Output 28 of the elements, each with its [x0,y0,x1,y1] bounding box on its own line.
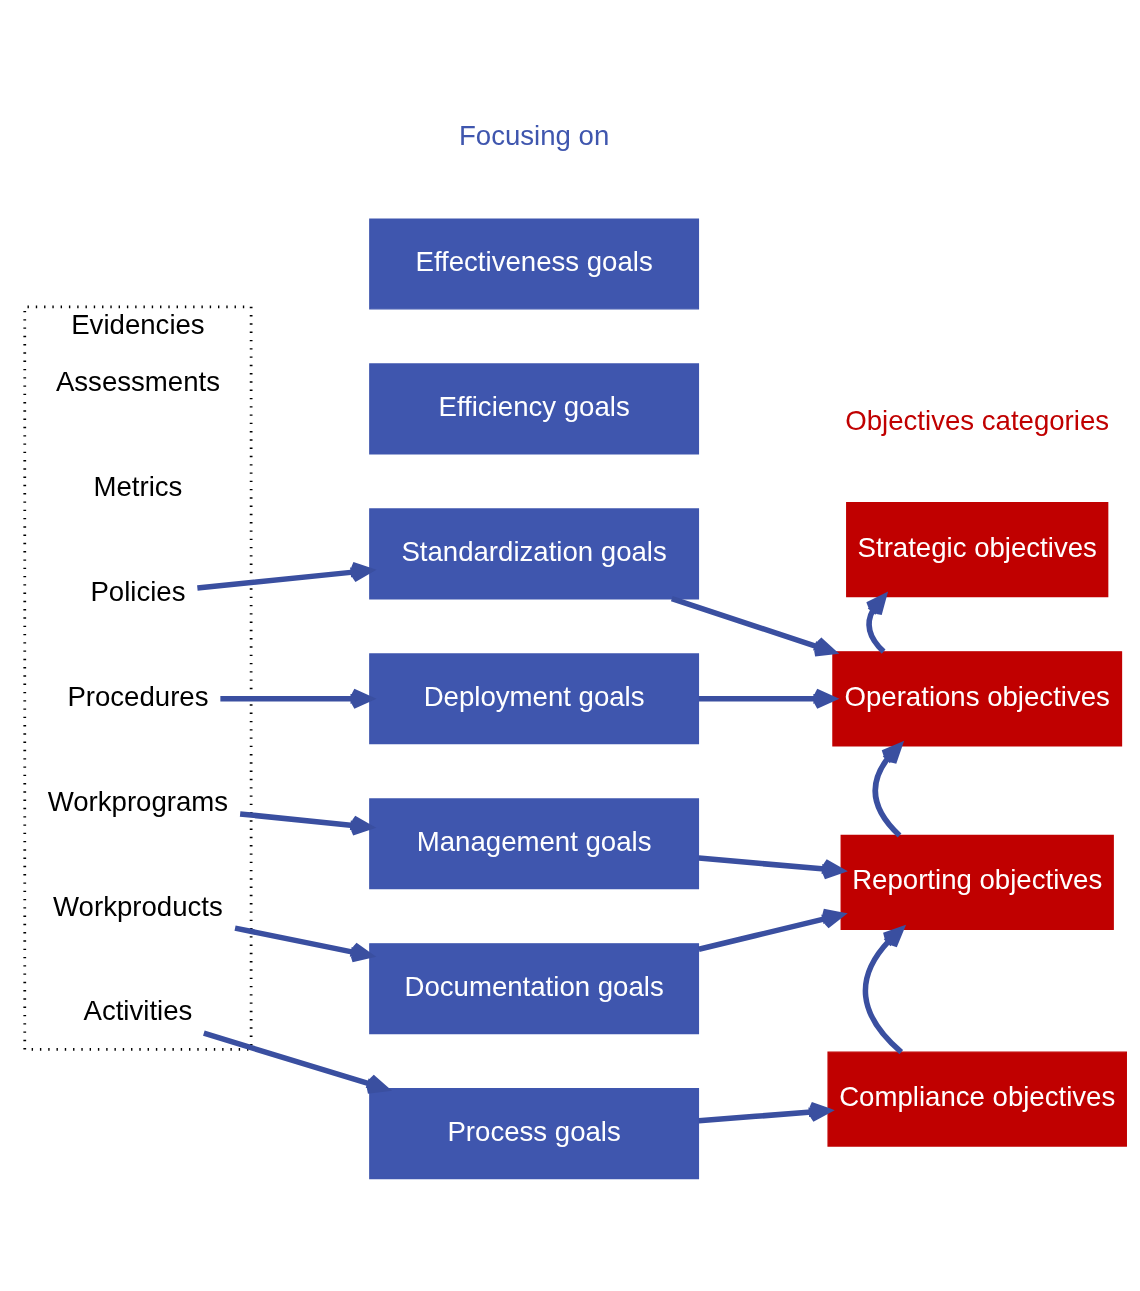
node-box: Standardization goals [369,507,700,599]
node-text: Assessments [55,365,220,397]
node-box: Deployment goals [369,652,700,744]
node-box: Effectiveness goals [369,217,700,310]
node-text: Workprograms [47,785,229,817]
node-text: Procedures [67,680,209,712]
arrow [220,688,373,709]
node-box: Strategic objectives [846,501,1109,597]
node-text: Policies [90,575,186,607]
node-box: Compliance objectives [827,1051,1127,1147]
node-box: Management goals [369,797,700,889]
label: Objectives categories [845,404,1110,436]
node-box: Efficiency goals [369,362,700,454]
node-box: Reporting objectives [840,834,1114,930]
arrow [872,742,903,837]
arrow [234,924,373,962]
node-text: Metrics [93,470,183,502]
arrow [239,810,373,836]
arrow [864,593,887,654]
node-text: Activities [83,994,193,1026]
node-box: Operations objectives [832,650,1123,746]
arrow [862,926,904,1054]
label: Focusing on [458,119,610,151]
node-box: Process goals [369,1087,700,1179]
arrow [197,561,373,591]
arrow [203,1030,389,1094]
node-box: Documentation goals [369,942,700,1034]
node-text: Workproducts [53,890,223,922]
